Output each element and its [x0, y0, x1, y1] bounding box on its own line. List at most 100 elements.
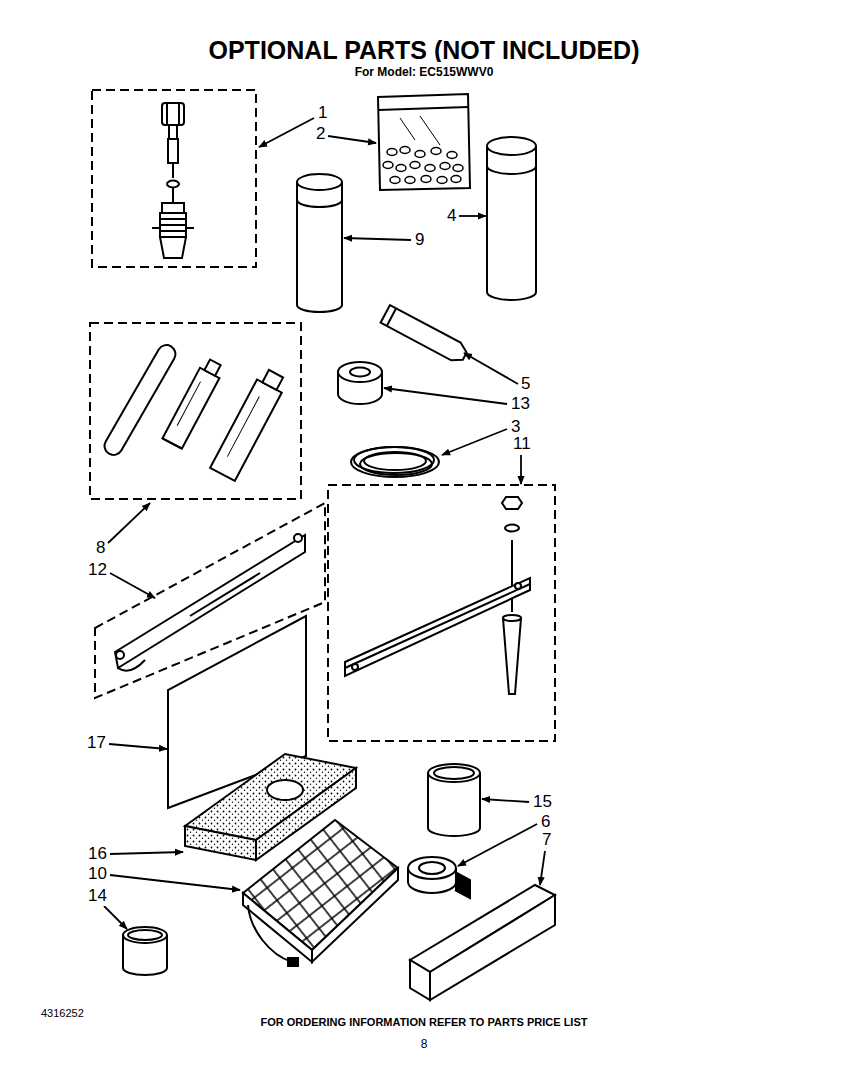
- o-ring-bag: [405, 177, 415, 184]
- leader-line: [464, 353, 518, 384]
- trim-channel: [116, 651, 124, 659]
- callout-number: 16: [87, 844, 108, 864]
- sealant-kit: [210, 380, 282, 481]
- callout-number: 8: [95, 538, 106, 558]
- o-ring-bag: [383, 162, 393, 169]
- tape-roll: [350, 368, 370, 377]
- o-ring-bag: [383, 147, 463, 184]
- o-ring-bag: [447, 152, 457, 159]
- valve-assembly: [152, 103, 194, 258]
- leader-line: [458, 824, 537, 866]
- dashed-group-box: [328, 485, 555, 741]
- mounting-bracket-kit: [515, 583, 521, 589]
- leader-line: [442, 429, 507, 455]
- valve-assembly: [160, 218, 186, 220]
- leader-line: [328, 136, 376, 143]
- leader-line: [110, 852, 183, 854]
- trim-channel: [190, 573, 260, 616]
- o-ring-bag: [431, 148, 441, 155]
- o-ring-bag: [378, 94, 470, 190]
- leader-line: [110, 875, 240, 890]
- spray-can: [297, 182, 342, 312]
- callout-number: 7: [541, 830, 552, 850]
- mounting-bracket-kit: [345, 497, 530, 694]
- tube: [387, 308, 396, 326]
- o-ring-bag: [440, 163, 450, 170]
- tape-roll: [408, 857, 470, 898]
- sealant-kit: [162, 438, 181, 448]
- callout-number: 1: [317, 103, 328, 123]
- leader-line: [108, 503, 150, 543]
- heater-grid: [230, 800, 410, 960]
- callout-number: 11: [512, 434, 532, 454]
- leader-line: [459, 215, 486, 217]
- leader-line: [109, 744, 167, 749]
- tape-roll: [455, 872, 470, 898]
- valve-assembly: [166, 103, 168, 125]
- tubing-coil: [360, 453, 432, 475]
- dashed-group-box: [90, 323, 301, 499]
- page-title: OPTIONAL PARTS (NOT INCLUDED): [207, 40, 640, 60]
- valve-assembly: [160, 224, 186, 226]
- dashed-group-box: [90, 90, 555, 741]
- callout-number: 12: [87, 560, 108, 580]
- o-ring-bag: [415, 151, 425, 158]
- sealant-kit: [204, 360, 220, 376]
- leader-line: [104, 906, 127, 929]
- mounting-bracket-kit: [503, 615, 521, 621]
- callout-number: 15: [532, 792, 553, 812]
- mounting-bracket-kit: [345, 578, 530, 676]
- spray-can: [487, 166, 536, 174]
- sealant-kit: [262, 370, 283, 390]
- paint-can: [123, 927, 167, 943]
- dashed-group-box: [92, 90, 256, 267]
- valve-assembly: [167, 181, 179, 188]
- leader-line: [520, 455, 522, 484]
- o-ring-bag: [400, 118, 415, 140]
- valve-assembly: [162, 203, 184, 213]
- insulation-block: [410, 885, 555, 1000]
- valve-assembly: [160, 213, 186, 237]
- paint-can: [434, 767, 474, 779]
- tube: [381, 305, 470, 365]
- mounting-bracket-kit: [503, 618, 521, 694]
- leader-line: [482, 799, 529, 802]
- o-ring-bag: [437, 177, 447, 184]
- sealant-kit: [210, 367, 288, 481]
- valve-assembly: [169, 125, 177, 139]
- ordering-note: FOR ORDERING INFORMATION REFER TO PARTS …: [260, 1012, 589, 1032]
- heater-grid: [312, 868, 398, 962]
- tubing-coil: [351, 447, 439, 477]
- valve-assembly: [172, 163, 174, 178]
- paint-can: [123, 764, 480, 975]
- sealant-kit: [101, 342, 288, 481]
- insulation-block: [410, 960, 430, 1000]
- o-ring-bag: [378, 107, 468, 110]
- o-ring-bag: [453, 165, 463, 172]
- document-number: 4316252: [40, 1003, 85, 1023]
- sealant-kit: [177, 382, 200, 426]
- leader-line: [384, 388, 507, 404]
- o-ring-bag: [420, 116, 440, 145]
- mounting-bracket-kit: [352, 664, 358, 670]
- leader-line: [344, 238, 411, 240]
- tape-roll: [338, 362, 382, 382]
- valve-assembly: [160, 230, 186, 232]
- tubing-coil: [364, 452, 426, 470]
- o-ring-bag: [421, 176, 431, 183]
- paint-can: [128, 930, 162, 940]
- tube: [381, 305, 470, 365]
- paint-can: [428, 764, 480, 782]
- trim-channel: [118, 660, 145, 671]
- mounting-bracket-kit: [511, 540, 513, 612]
- callout-number: 14: [87, 886, 108, 906]
- spray-can: [297, 137, 536, 312]
- callout-number: 2: [315, 124, 326, 144]
- spray-can: [297, 200, 342, 207]
- tubing-coil: [351, 447, 439, 477]
- callout-number: 10: [87, 864, 108, 884]
- foam-block: [185, 826, 256, 860]
- o-ring-bag: [378, 94, 470, 190]
- o-ring-bag: [390, 177, 400, 184]
